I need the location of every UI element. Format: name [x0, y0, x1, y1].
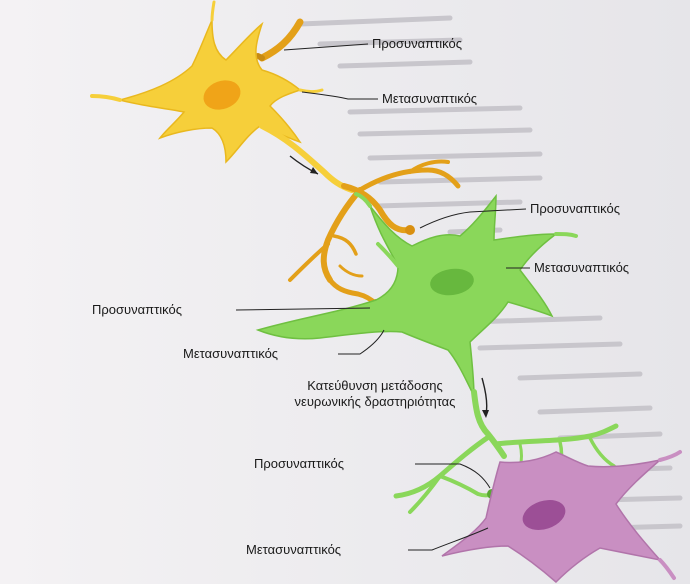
label-direction-line1: Κατεύθυνση μετάδοσης	[272, 378, 478, 394]
purple-neuron	[442, 452, 680, 582]
label-green-presynaptic: Προσυναπτικός	[530, 201, 620, 217]
label-left-postsynaptic: Μετασυναπτικός	[183, 346, 278, 362]
yellow-neuron-axon	[262, 126, 352, 190]
label-direction-line2: νευρωνικής δραστηριότητας	[268, 394, 482, 410]
label-left-presynaptic: Προσυναπτικός	[92, 302, 182, 318]
arrow-bottom	[482, 378, 487, 414]
label-purple-presynaptic: Προσυναπτικός	[254, 456, 344, 472]
label-yellow-presynaptic: Προσυναπτικός	[372, 36, 462, 52]
label-purple-postsynaptic: Μετασυναπτικός	[246, 542, 341, 558]
label-green-postsynaptic: Μετασυναπτικός	[534, 260, 629, 276]
label-yellow-postsynaptic: Μετασυναπτικός	[382, 91, 477, 107]
